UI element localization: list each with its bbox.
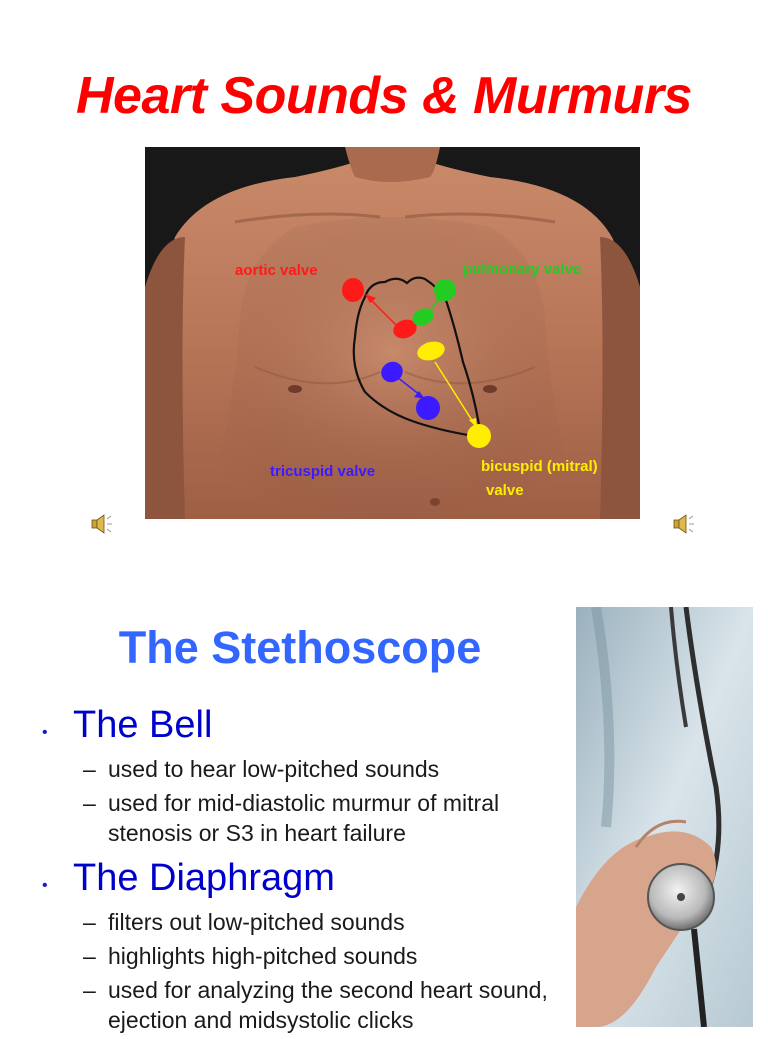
bullet-icon: • xyxy=(42,724,48,741)
list-item: –used for mid-diastolic murmur of mitral… xyxy=(83,790,500,846)
tricuspid-valve-dot xyxy=(381,361,403,383)
aortic-valve-dot xyxy=(342,278,364,302)
chest-valve-diagram: aortic valve pulmonary valve tricuspid v… xyxy=(145,147,640,519)
list-item: –used to hear low-pitched sounds xyxy=(83,756,440,782)
list-item: –highlights high-pitched sounds xyxy=(83,943,418,969)
bullet-heading: The Bell xyxy=(73,704,213,746)
speaker-icon[interactable] xyxy=(89,511,115,537)
aortic-valve-label: aortic valve xyxy=(235,262,318,279)
speaker-icon[interactable] xyxy=(671,511,697,537)
bullet-icon: • xyxy=(42,877,48,894)
slide-heart-sounds: Heart Sounds & Murmurs xyxy=(76,67,697,537)
stethoscope-photo xyxy=(576,607,753,1027)
pulmonary-valve-dot xyxy=(434,279,456,301)
pulmonary-valve-label: pulmonary valve xyxy=(463,261,581,278)
diaphragm-section: • The Diaphragm –filters out low-pitched… xyxy=(0,857,580,1039)
slide-title: Heart Sounds & Murmurs xyxy=(76,67,692,125)
slide-stethoscope: The Stethoscope • The Bell –used to hear… xyxy=(0,560,768,1033)
bell-section: • The Bell –used to hear low-pitched sou… xyxy=(0,704,580,852)
list-item: –filters out low-pitched sounds xyxy=(83,909,405,935)
bullet-heading: The Diaphragm xyxy=(73,857,335,899)
list-item: –used for analyzing the second heart sou… xyxy=(83,977,548,1033)
tricuspid-valve-label: tricuspid valve xyxy=(270,463,375,480)
bicuspid-valve-dot xyxy=(417,341,445,361)
slide-title: The Stethoscope xyxy=(118,622,482,673)
bicuspid-valve-label-1: bicuspid (mitral) xyxy=(481,458,598,475)
bicuspid-valve-label-2: valve xyxy=(486,482,524,499)
